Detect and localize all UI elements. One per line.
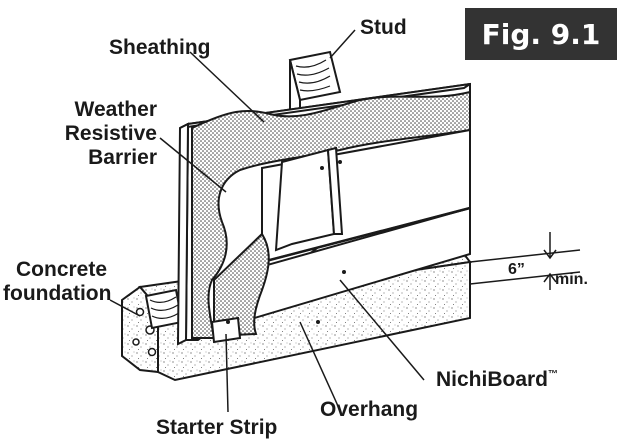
nail-dot: [316, 320, 320, 324]
sill-plate: [144, 288, 184, 330]
label-wrb-line3: Barrier: [88, 146, 157, 169]
label-stud: Stud: [360, 16, 407, 39]
label-nichiboard-trademark: ™: [548, 369, 558, 380]
label-wrb-line1: Weather: [75, 98, 157, 121]
label-nichiboard: NichiBoard™: [436, 368, 558, 391]
weather-resistive-barrier: [191, 90, 471, 339]
leader-lines: [109, 29, 425, 413]
label-overhang: Overhang: [320, 398, 418, 421]
label-dimension: 6”: [508, 261, 525, 278]
nail-dot: [342, 270, 346, 274]
label-dimension-suffix: min.: [555, 271, 588, 288]
label-concrete-line1: Concrete: [16, 258, 107, 281]
label-sheathing: Sheathing: [109, 36, 211, 59]
label-concrete-line2: foundation: [3, 282, 111, 305]
figure-tag: Fig. 9.1: [465, 8, 617, 60]
torn-siding-edge: [213, 232, 270, 338]
label-wrb-line2: Resistive: [65, 122, 157, 145]
label-nichiboard-name: NichiBoard: [436, 368, 548, 391]
dimension-marker: [469, 232, 581, 290]
label-starter-strip: Starter Strip: [156, 416, 277, 439]
starter-strip: [210, 316, 242, 344]
cut-boards: [274, 146, 344, 252]
figure-tag-text: Fig. 9.1: [482, 18, 601, 51]
